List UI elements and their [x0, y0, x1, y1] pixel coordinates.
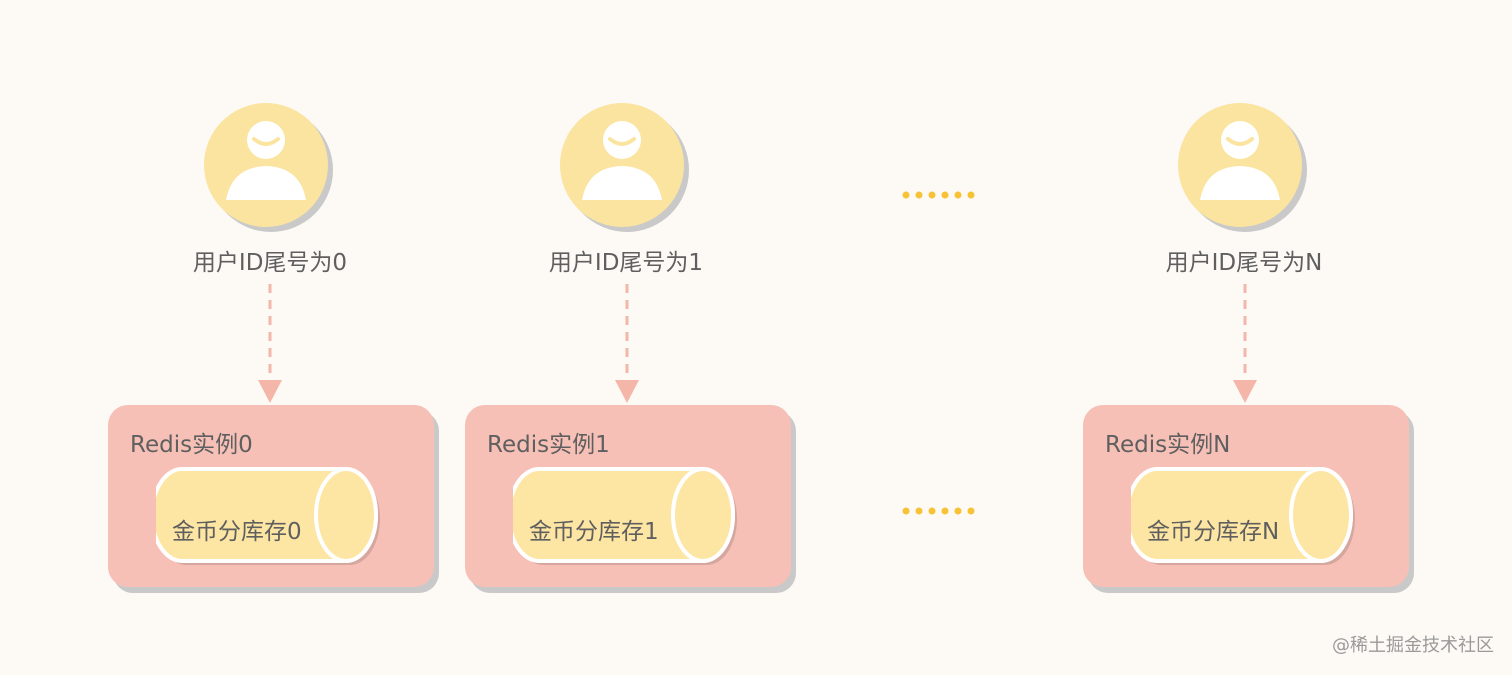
storage-cylinder-icon-0: [156, 467, 380, 565]
dashed-arrow-0: [258, 284, 282, 403]
watermark: @稀土掘金技术社区: [1332, 635, 1494, 656]
instance-title-0: Redis实例0: [130, 432, 253, 458]
redis-instance-1: Redis实例1 金币分库存1: [465, 405, 791, 587]
dashed-arrow-n: [1233, 284, 1257, 403]
storage-cylinder-icon-n: [1131, 467, 1355, 565]
storage-label-1: 金币分库存1: [529, 519, 659, 545]
storage-label-n: 金币分库存N: [1147, 519, 1280, 545]
user-avatar-icon-0: [204, 103, 333, 232]
instance-title-n: Redis实例N: [1105, 432, 1231, 458]
user-label-0: 用户ID尾号为0: [192, 250, 348, 276]
user-label-1: 用户ID尾号为1: [548, 250, 704, 276]
redis-instance-n: Redis实例N 金币分库存N: [1083, 405, 1409, 587]
storage-label-0: 金币分库存0: [172, 519, 302, 545]
ellipsis-dots-top: [902, 191, 975, 199]
ellipsis-dots-bottom: [902, 507, 975, 515]
dashed-arrow-1: [615, 284, 639, 403]
user-label-n: 用户ID尾号为N: [1165, 250, 1323, 276]
instance-title-1: Redis实例1: [487, 432, 610, 458]
storage-cylinder-icon-1: [513, 467, 737, 565]
user-avatar-icon-n: [1178, 103, 1307, 232]
redis-instance-0: Redis实例0 金币分库存0: [108, 405, 434, 587]
user-avatar-icon-1: [560, 103, 689, 232]
